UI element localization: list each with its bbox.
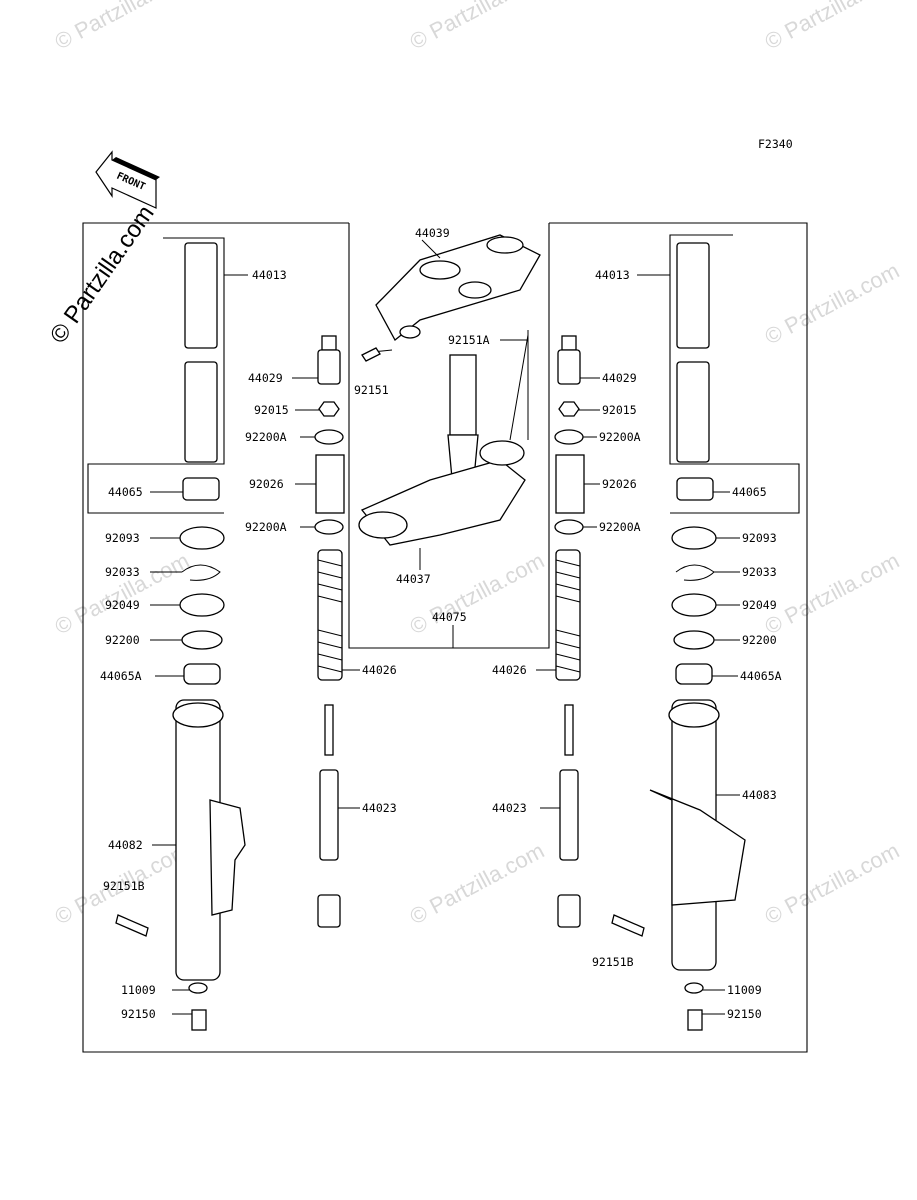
right-fork-parts bbox=[554, 242, 746, 1031]
part-labels: 44039 44013 44013 92151A 44029 44029 921… bbox=[100, 226, 782, 1021]
label-44065-right: 44065 bbox=[732, 485, 767, 499]
front-arrow-icon: FRONT bbox=[95, 150, 160, 209]
frames bbox=[82, 222, 808, 1053]
label-92093-right: 92093 bbox=[742, 531, 777, 545]
leader-lines bbox=[150, 239, 740, 1015]
label-44029-left: 44029 bbox=[248, 371, 283, 385]
label-92200-right: 92200 bbox=[742, 633, 777, 647]
watermark: © Partzilla.com bbox=[406, 838, 549, 930]
label-44013-left: 44013 bbox=[252, 268, 287, 282]
watermark: © Partzilla.com bbox=[761, 838, 904, 930]
label-92200A-left-2: 92200A bbox=[245, 520, 287, 534]
label-44037: 44037 bbox=[396, 572, 431, 586]
label-44082: 44082 bbox=[108, 838, 143, 852]
steering-stem bbox=[358, 354, 526, 546]
label-92093-left: 92093 bbox=[105, 531, 140, 545]
label-92200A-right-1: 92200A bbox=[599, 430, 641, 444]
watermark: © Partzilla.com bbox=[761, 548, 904, 640]
label-92200A-left-1: 92200A bbox=[245, 430, 287, 444]
watermark: © Partzilla.com bbox=[406, 548, 549, 640]
label-92033-left: 92033 bbox=[105, 565, 140, 579]
label-44065-left: 44065 bbox=[108, 485, 143, 499]
watermark: © Partzilla.com bbox=[51, 548, 194, 640]
label-11009-right: 11009 bbox=[727, 983, 762, 997]
label-92151: 92151 bbox=[354, 383, 389, 397]
label-92015-right: 92015 bbox=[602, 403, 637, 417]
label-92033-right: 92033 bbox=[742, 565, 777, 579]
label-11009-left: 11009 bbox=[121, 983, 156, 997]
label-92200-left: 92200 bbox=[105, 633, 140, 647]
label-92049-left: 92049 bbox=[105, 598, 140, 612]
upper-triple-clamp bbox=[375, 234, 541, 341]
label-92151B-right: 92151B bbox=[592, 955, 634, 969]
label-92150-left: 92150 bbox=[121, 1007, 156, 1021]
label-92150-right: 92150 bbox=[727, 1007, 762, 1021]
label-92151B-left: 92151B bbox=[103, 879, 145, 893]
diagram-id: F2340 bbox=[758, 137, 793, 151]
watermark: © Partzilla.com bbox=[406, 0, 549, 54]
label-92026-left: 92026 bbox=[249, 477, 284, 491]
label-44065A-left: 44065A bbox=[100, 669, 142, 683]
label-44065A-right: 44065A bbox=[740, 669, 782, 683]
label-44026-left: 44026 bbox=[362, 663, 397, 677]
label-44029-right: 44029 bbox=[602, 371, 637, 385]
label-92049-right: 92049 bbox=[742, 598, 777, 612]
left-fork-parts bbox=[115, 242, 345, 1031]
label-92015-left: 92015 bbox=[254, 403, 289, 417]
label-44026-right: 44026 bbox=[492, 663, 527, 677]
label-44023-left: 44023 bbox=[362, 801, 397, 815]
label-44075: 44075 bbox=[432, 610, 467, 624]
label-44083: 44083 bbox=[742, 788, 777, 802]
watermark: © Partzilla.com bbox=[761, 258, 904, 350]
label-92026-right: 92026 bbox=[602, 477, 637, 491]
label-92200A-right-2: 92200A bbox=[599, 520, 641, 534]
label-44013-right: 44013 bbox=[595, 268, 630, 282]
label-44039: 44039 bbox=[415, 226, 450, 240]
label-92151A: 92151A bbox=[448, 333, 490, 347]
watermark: © Partzilla.com bbox=[51, 0, 194, 54]
watermark: © Partzilla.com bbox=[761, 0, 904, 54]
label-44023-right: 44023 bbox=[492, 801, 527, 815]
